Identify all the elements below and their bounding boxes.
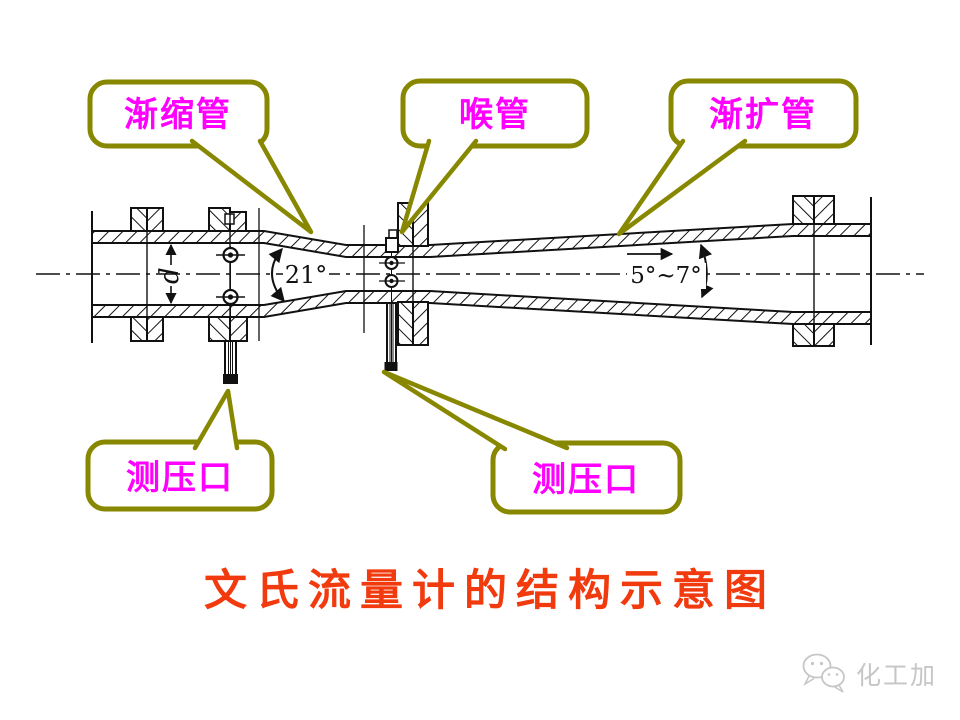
diverging-angle-annotation: 5°~7° [627,243,714,299]
callout-diverging-tube: 渐扩管 [616,78,859,237]
inlet-flange-1 [130,207,164,342]
callout-label: 渐扩管 [709,96,817,134]
wechat-icon [802,653,845,693]
watermark-text: 化工加 [856,662,938,690]
watermark: 化工加 [800,651,937,697]
converging-angle-annotation: 21° [268,247,329,303]
callout-label: 喉管 [459,96,531,134]
caption-title: 文氏流量计的结构示意图 [204,566,776,616]
callout-label: 渐缩管 [124,96,232,134]
callout-pointer [399,138,479,235]
diameter-label: d [155,267,185,284]
callout-throat-tube: 喉管 [399,78,590,235]
callout-pressure-tap-inlet: 测压口 [85,388,275,512]
outlet-flange [792,195,835,347]
pressure-tap-inlet [223,246,238,384]
callout-converging-tube: 渐缩管 [87,79,314,235]
dimension-inlet-diameter: d [155,243,185,305]
throat-flange-bolts [379,256,405,288]
callout-label: 测压口 [126,459,234,497]
pressure-tap-throat [384,252,398,371]
inlet-flange-bolts [216,246,245,306]
callout-pointer [616,138,748,237]
callout-pointer [381,369,570,452]
callout-label: 测压口 [532,461,640,499]
callout-pointer [192,388,240,451]
callout-pointer [189,138,314,235]
callout-pressure-tap-throat: 测压口 [381,369,683,515]
venturi-technical-drawing: d 21° 5°~7° [36,195,924,384]
converging-angle-label: 21° [285,261,328,289]
diverging-angle-label: 5°~7° [630,263,702,289]
